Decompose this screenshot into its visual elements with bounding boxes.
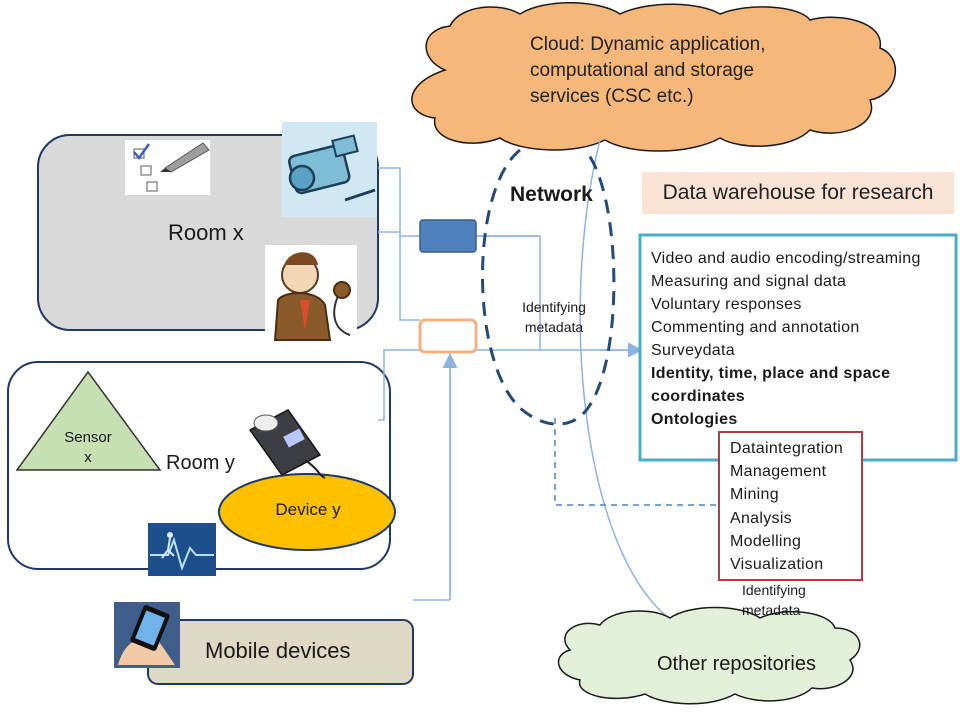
metadata-line: metadata — [524, 319, 584, 335]
person-with-microphone-icon — [265, 245, 357, 343]
data-warehouse-list: Video and audio encoding/streaming Measu… — [651, 247, 921, 431]
cloud-line: services (CSC etc.) — [530, 86, 694, 107]
sensor-line: x — [84, 449, 92, 466]
room-y-label: Room y — [166, 452, 235, 474]
other-repositories-label: Other repositories — [657, 653, 816, 675]
processing-list: Dataintegration Management Mining Analys… — [730, 437, 843, 576]
metadata-line: Identifying — [522, 299, 586, 315]
running-heartbeat-icon — [148, 523, 216, 576]
metadata-line: Identifying — [742, 582, 806, 598]
warehouse-item-bold: Identity, time, place and space — [651, 365, 891, 382]
warehouse-item: Voluntary responses — [651, 296, 802, 313]
data-warehouse-title: Data warehouse for research — [642, 172, 954, 214]
orange-interface-box — [418, 318, 478, 354]
cloud-line: Cloud: Dynamic application, — [530, 34, 766, 55]
metadata-line: metadata — [742, 602, 801, 618]
mobile-devices-label: Mobile devices — [205, 638, 351, 663]
smartphone-in-hand-icon — [114, 602, 180, 668]
device-y-ellipse — [218, 473, 396, 551]
light-meter-icon — [248, 409, 326, 479]
cloud-shape — [411, 2, 897, 152]
warehouse-item: Video and audio encoding/streaming — [651, 250, 921, 267]
warehouse-item: Commenting and annotation — [651, 319, 860, 336]
processing-item: Mining — [730, 486, 779, 504]
processing-item: Modelling — [730, 532, 802, 550]
network-title: Network — [510, 183, 593, 206]
cloud-label: Cloud: Dynamic application, computationa… — [530, 32, 766, 110]
warehouse-item: Measuring and signal data — [651, 273, 847, 290]
network-dashed-boundary — [481, 148, 616, 426]
video-camera-icon — [282, 122, 377, 217]
processing-item: Visualization — [730, 556, 824, 574]
repository-identifying-metadata: Identifying metadata — [742, 580, 806, 620]
processing-box — [718, 431, 863, 581]
repository-cloud — [557, 606, 861, 705]
warehouse-item-bold: Ontologies — [651, 411, 738, 428]
data-warehouse-box — [638, 233, 958, 462]
device-y-label: Device y — [275, 500, 341, 519]
sensor-triangle — [15, 370, 162, 471]
processing-item: Management — [730, 463, 827, 481]
warehouse-item-bold: coordinates — [651, 388, 745, 405]
processing-item: Analysis — [730, 509, 792, 527]
warehouse-item: Surveydata — [651, 342, 735, 359]
dashed-connector — [554, 418, 730, 506]
sensor-line: Sensor — [64, 429, 112, 446]
room-x-label: Room x — [168, 220, 244, 245]
blue-interface-box — [419, 219, 477, 253]
processing-item: Dataintegration — [730, 440, 844, 457]
pen-icon — [160, 142, 210, 173]
network-identifying-metadata: Identifying metadata — [514, 297, 594, 337]
cloud-line: computational and storage — [530, 60, 754, 81]
sensor-label: Sensor x — [56, 428, 120, 468]
